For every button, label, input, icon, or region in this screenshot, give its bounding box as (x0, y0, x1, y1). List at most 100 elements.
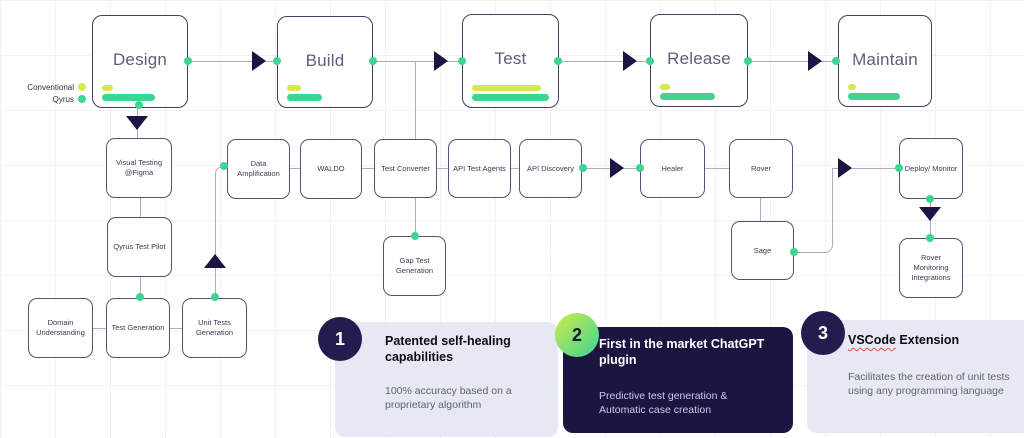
conventional-bar (660, 84, 670, 90)
node-label: Deploy/ Monitor (904, 163, 958, 173)
legend-qyrus-label: Qyrus (52, 94, 74, 104)
connection-dot (273, 57, 281, 65)
stage-test: Test (462, 14, 559, 108)
node-label: Rover Monitoring Integrations (911, 253, 951, 282)
stage-build: Build (277, 16, 373, 108)
callout-number: 1 (334, 328, 345, 349)
connection-dot (220, 162, 228, 170)
arrow-right-icon (252, 51, 266, 71)
node-domain-understanding: Domain Understanding (28, 298, 93, 358)
connection-dot (554, 57, 562, 65)
callout-3-number-badge: 3 (801, 311, 845, 355)
connector-pilot-test-generation (140, 277, 141, 298)
stage-test-label: Test (494, 49, 527, 68)
connection-dot (136, 293, 144, 301)
connector-rover-sage (760, 198, 761, 221)
callout-1-title: Patented self-healing capabilities (385, 334, 511, 364)
connector-build-test (373, 61, 462, 62)
connection-dot (832, 57, 840, 65)
connector-visual-testing-pilot (140, 198, 141, 217)
node-label: Rover (750, 163, 771, 173)
connector-sage-up (794, 168, 833, 253)
connector-agents-discovery (511, 168, 519, 169)
node-visual-testing: Visual Testing @Figma (106, 138, 172, 198)
callout-1-number-badge: 1 (318, 317, 362, 361)
connector-unit-tests-data-amplification (215, 166, 224, 298)
callout-number: 3 (817, 322, 828, 343)
qyrus-bar (472, 94, 549, 101)
connector-waldo-converter (362, 168, 374, 169)
callout-2-title: First in the market ChatGPT plugin (599, 337, 765, 367)
legend-conventional-label: Conventional (27, 82, 74, 92)
callout-card-1: Patented self-healing capabilities 100% … (335, 322, 558, 437)
callout-number: 2 (571, 324, 582, 345)
connection-dot (579, 164, 587, 172)
stage-design-bars (102, 85, 155, 101)
stage-maintain-bars (848, 84, 900, 100)
arrow-right-icon (808, 51, 822, 71)
callout-3-title: VSCode Extension (848, 333, 1023, 349)
callout-2-body: Predictive test generation & Automatic c… (599, 390, 728, 417)
stage-release-label: Release (667, 49, 731, 68)
node-gap-test-generation: Gap Test Generation (383, 236, 446, 296)
node-label: Visual Testing @Figma (115, 158, 162, 177)
connection-dot (790, 248, 798, 256)
connector-converter-gaptest (415, 197, 416, 237)
connection-dot (135, 101, 143, 109)
connector-sage-deploy (833, 168, 899, 169)
connection-dot (184, 57, 192, 65)
stage-release: Release (650, 14, 748, 107)
node-label: Data Amplification (237, 159, 280, 178)
connection-dot (411, 232, 419, 240)
callout-card-2: First in the market ChatGPT plugin Predi… (563, 327, 793, 433)
node-rover: Rover (729, 139, 793, 198)
conventional-bar (472, 85, 541, 91)
node-label: API Discovery (526, 163, 575, 173)
connection-dot (744, 57, 752, 65)
node-label: API Test Agents (453, 163, 506, 173)
connection-dot (926, 234, 934, 242)
arrow-up-icon (204, 254, 226, 268)
callout-3-body: Facilitates the creation of unit tests u… (848, 371, 1010, 398)
conventional-bar (848, 84, 856, 90)
legend-conventional: Conventional (2, 81, 86, 93)
qyrus-bar (660, 93, 715, 100)
legend: Conventional Qyrus (2, 81, 86, 105)
arrow-right-icon (623, 51, 637, 71)
arrow-down-icon (126, 116, 148, 130)
node-label: Sage (753, 245, 772, 255)
callout-2-number-badge: 2 (555, 313, 599, 357)
connection-dot (458, 57, 466, 65)
stage-build-bars (287, 85, 322, 101)
connection-dot (646, 57, 654, 65)
connector-design-build (188, 61, 277, 62)
node-label: WALDO (317, 164, 345, 174)
arrow-right-icon (838, 158, 852, 178)
qyrus-dot-icon (78, 95, 86, 103)
connection-dot (926, 195, 934, 203)
arrow-right-icon (610, 158, 624, 178)
connection-dot (369, 57, 377, 65)
connector-domain-testgen (93, 328, 106, 329)
qyrus-bar (287, 94, 322, 101)
node-deploy-monitor: Deploy/ Monitor (899, 138, 963, 199)
stage-test-bars (472, 85, 549, 101)
connector-healer-rover (705, 168, 729, 169)
stage-release-bars (660, 84, 715, 100)
node-label: Gap Test Generation (395, 256, 434, 275)
node-test-generation: Test Generation (106, 298, 170, 358)
conventional-bar (287, 85, 301, 91)
connection-dot (895, 164, 903, 172)
legend-qyrus: Qyrus (2, 93, 86, 105)
stage-design-label: Design (112, 50, 168, 69)
node-label: Unit Tests Generation (195, 318, 234, 337)
connector-testgen-unittests (170, 328, 182, 329)
node-label: Qyrus Test Pilot (113, 242, 166, 252)
connection-dot (636, 164, 644, 172)
stage-maintain-label: Maintain (852, 50, 918, 69)
node-healer: Healer (640, 139, 705, 198)
connector-release-maintain (748, 61, 836, 62)
connector-test-release (558, 61, 650, 62)
qyrus-bar (848, 93, 900, 100)
connector-converter-agents (437, 168, 448, 169)
